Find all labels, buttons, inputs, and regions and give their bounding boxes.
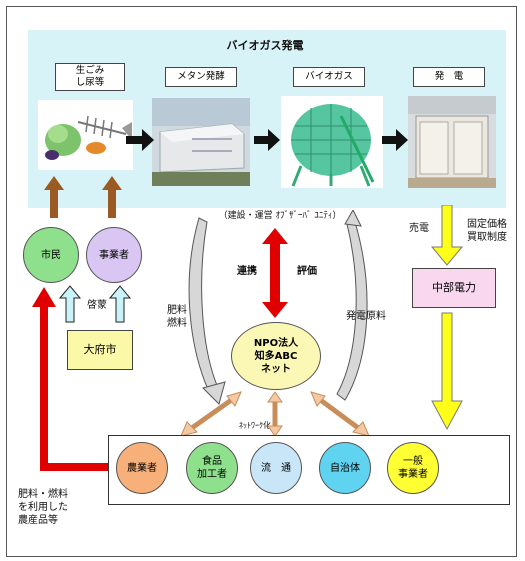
hyoka-label: 評価 bbox=[297, 266, 317, 277]
fixed-price-label: 固定価格 買取制度 bbox=[467, 219, 507, 243]
biogas-title: バイオガス発電 bbox=[226, 39, 304, 52]
fertilizer-fuel-label: 肥料 燃料 bbox=[167, 305, 187, 329]
food-waste-image bbox=[38, 100, 133, 170]
keimo-label: 啓蒙 bbox=[87, 300, 107, 311]
bottom-note: 肥料・燃料 を利用した 農産品等 bbox=[18, 489, 68, 526]
arrow-biogas-to-generation bbox=[382, 129, 408, 151]
member-distribution: 流 通 bbox=[250, 442, 302, 494]
stage-label-biogas: バイオガス bbox=[293, 67, 365, 87]
network-arrows bbox=[180, 391, 370, 437]
chubu-power-box: 中部電力 bbox=[412, 268, 496, 308]
city-box: 大府市 bbox=[67, 330, 133, 370]
gray-curve-arrows bbox=[188, 210, 368, 405]
business-node: 事業者 bbox=[86, 227, 142, 283]
npo-node: NPO法人 知多ABC ネット bbox=[231, 322, 321, 390]
member-food-processor: 食品 加工者 bbox=[186, 442, 238, 494]
brown-up-arrows bbox=[44, 176, 122, 218]
member-municipality: 自治体 bbox=[319, 442, 371, 494]
biogas-tank-image bbox=[281, 96, 383, 188]
keimo-arrows bbox=[58, 285, 132, 323]
arrow-waste-to-methane bbox=[126, 129, 154, 151]
process-arrows bbox=[126, 129, 408, 151]
member-general-business: 一般 事業者 bbox=[387, 442, 439, 494]
sell-power-label: 売電 bbox=[409, 223, 429, 234]
arrow-methane-to-biogas bbox=[254, 129, 280, 151]
stage-label-methane: メタン発酵 bbox=[165, 67, 237, 87]
renkei-label: 連携 bbox=[237, 266, 257, 277]
members-box bbox=[108, 435, 510, 505]
red-return-arrow bbox=[32, 287, 110, 471]
network-label: ﾈｯﾄﾜｰｸ化 bbox=[239, 421, 271, 430]
generator-image bbox=[408, 96, 496, 188]
stage-label-generation: 発 電 bbox=[413, 67, 485, 87]
citizen-node: 市民 bbox=[23, 227, 79, 283]
power-material-label: 発電原料 bbox=[346, 311, 386, 322]
stage-label-raw-waste: 生ごみ し尿等 bbox=[55, 63, 125, 91]
bracket-label: （建設・運営 ｵﾌﾞｻﾞｰﾊﾞ ﾕﾆﾃｨ） bbox=[218, 211, 342, 221]
methane-plant-image bbox=[152, 98, 250, 186]
yellow-arrows bbox=[430, 205, 464, 431]
member-farmer: 農業者 bbox=[116, 442, 168, 494]
renkei-double-arrow bbox=[262, 228, 288, 318]
